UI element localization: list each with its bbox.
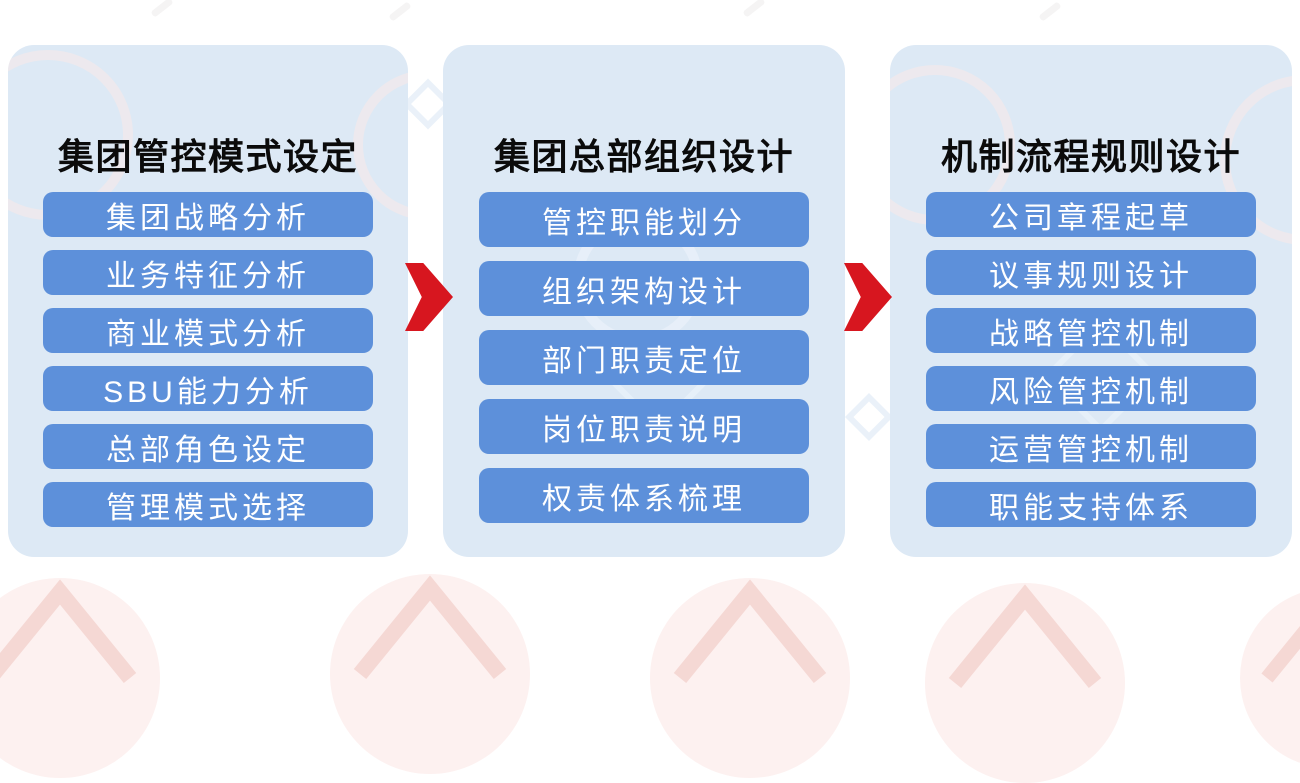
step-item: 组织架构设计 [479, 261, 809, 316]
panel-group-control-model: 集团管控模式设定 集团战略分析 业务特征分析 商业模式分析 SBU能力分析 总部… [8, 45, 408, 557]
panel-title: 机制流程规则设计 [940, 136, 1241, 177]
mountain-chevron-icon [948, 584, 1102, 689]
mountain-chevron-icon [1261, 626, 1300, 683]
step-item: 职能支持体系 [926, 482, 1256, 527]
watermark-streak [1038, 1, 1062, 22]
panel-headquarters-org-design: 集团总部组织设计 管控职能划分 组织架构设计 部门职责定位 岗位职责说明 权责体… [443, 45, 845, 557]
step-item: SBU能力分析 [43, 366, 373, 411]
panel-items: 公司章程起草 议事规则设计 战略管控机制 风险管控机制 运营管控机制 职能支持体… [926, 192, 1256, 540]
step-item: 议事规则设计 [926, 250, 1256, 295]
watermark-logo [1240, 588, 1300, 768]
step-item: 管控职能划分 [479, 192, 809, 247]
step-item: 部门职责定位 [479, 330, 809, 385]
step-item: 运营管控机制 [926, 424, 1256, 469]
mountain-chevron-icon [353, 575, 507, 680]
watermark-streak [388, 1, 412, 22]
step-item: 战略管控机制 [926, 308, 1256, 353]
step-item: 商业模式分析 [43, 308, 373, 353]
panel-title: 集团管控模式设定 [57, 136, 358, 177]
mountain-chevron-icon [673, 579, 827, 684]
step-item: 风险管控机制 [926, 366, 1256, 411]
watermark-logo [925, 583, 1125, 783]
watermark-logo [650, 578, 850, 778]
step-item: 公司章程起草 [926, 192, 1256, 237]
step-item: 集团战略分析 [43, 192, 373, 237]
watermark-streak [150, 0, 174, 18]
watermark-logo [0, 578, 160, 778]
mountain-chevron-icon [0, 579, 137, 684]
panel-items: 集团战略分析 业务特征分析 商业模式分析 SBU能力分析 总部角色设定 管理模式… [43, 192, 373, 540]
watermark-logo [330, 574, 530, 774]
step-item: 权责体系梳理 [479, 468, 809, 523]
panel-title: 集团总部组织设计 [493, 136, 794, 177]
step-item: 总部角色设定 [43, 424, 373, 469]
arrow-right-icon [844, 263, 892, 331]
step-item: 业务特征分析 [43, 250, 373, 295]
step-item: 岗位职责说明 [479, 399, 809, 454]
step-item: 管理模式选择 [43, 482, 373, 527]
watermark-diamond [844, 392, 894, 442]
panel-items: 管控职能划分 组织架构设计 部门职责定位 岗位职责说明 权责体系梳理 [479, 192, 809, 537]
watermark-streak [742, 0, 766, 18]
panel-mechanism-process-rules: 机制流程规则设计 公司章程起草 议事规则设计 战略管控机制 风险管控机制 运营管… [890, 45, 1292, 557]
